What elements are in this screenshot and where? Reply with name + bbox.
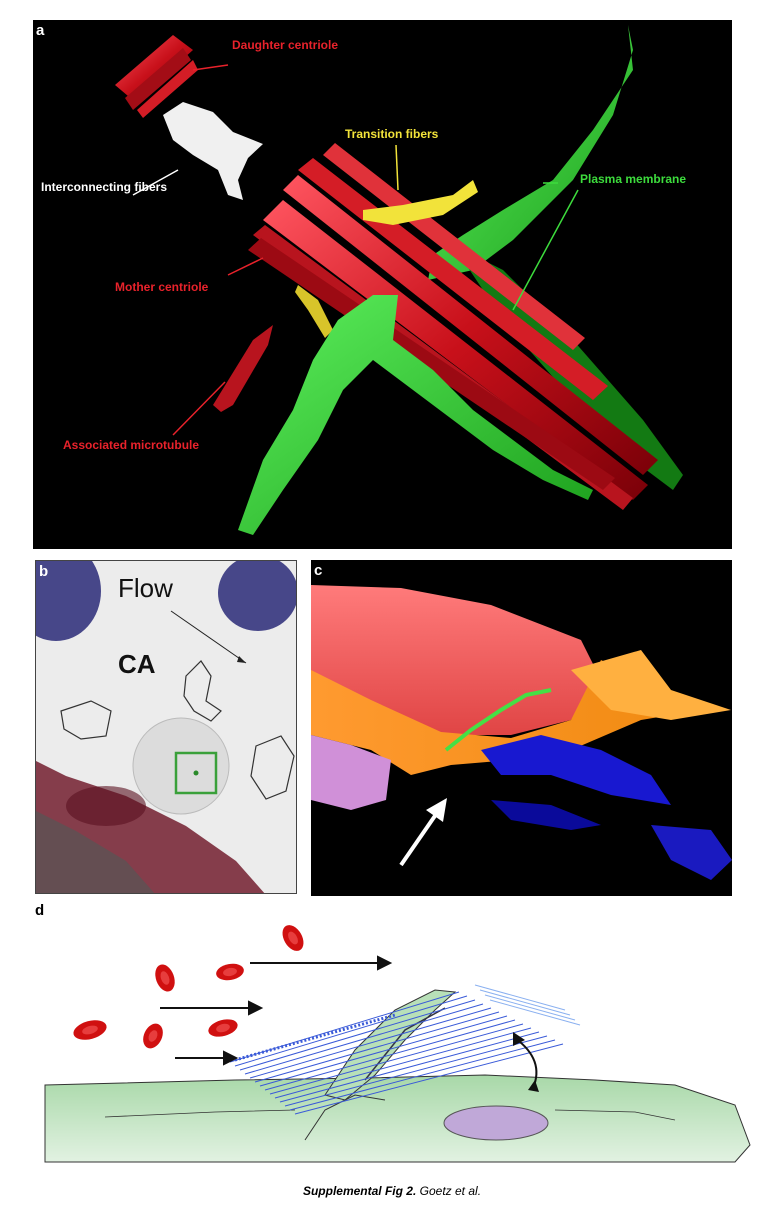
ca-label: CA <box>118 649 156 679</box>
panel-c-render <box>311 585 732 880</box>
cilium-green <box>444 688 552 752</box>
white-arrow <box>399 808 441 867</box>
nucleus-left <box>36 561 101 641</box>
cell-section <box>132 717 230 815</box>
nucleus-right <box>218 561 296 631</box>
transition-fibers <box>363 180 478 225</box>
leader-transition <box>395 144 399 191</box>
associated-microtubule <box>213 325 273 412</box>
panel-d: d <box>35 900 760 1170</box>
figure-caption: Supplemental Fig 2. Goetz et al. <box>0 1184 784 1198</box>
panel-a-render <box>115 25 683 535</box>
leader-interconnecting <box>132 169 179 196</box>
panel-b-micrograph <box>36 561 296 893</box>
panel-b: b Flow CA <box>35 560 297 894</box>
label-daughter-centriole: Daughter centriole <box>232 38 339 52</box>
pink-structure <box>311 585 601 735</box>
panel-a: a Daughter centriole Transition fibers I… <box>33 20 732 549</box>
panel-a-label: a <box>36 22 45 39</box>
panel-d-schematic <box>44 925 751 1163</box>
roi-box <box>174 751 218 795</box>
red-blood-cells <box>73 925 304 1049</box>
label-transition-fibers: Transition fibers <box>345 127 439 141</box>
flow-arrows <box>160 955 393 1066</box>
label-interconnecting-fibers: Interconnecting fibers <box>41 180 168 194</box>
label-associated-microtubule: Associated microtubule <box>63 438 200 452</box>
transition-fiber-lower <box>295 285 333 338</box>
leader-plasma-b <box>512 189 579 311</box>
caption-title: Supplemental Fig 2. <box>302 1184 417 1198</box>
panel-c: c <box>311 560 732 896</box>
plasma-membrane-upper <box>428 25 633 280</box>
leader-daughter <box>192 64 229 71</box>
daughter-centriole <box>115 35 198 118</box>
endothelial-cell-body <box>44 1074 751 1163</box>
leader-microtubule <box>172 381 226 436</box>
panel-b-label: b <box>39 563 49 580</box>
panel-d-label: d <box>35 902 45 919</box>
flow-label: Flow <box>118 573 173 603</box>
interconnecting-fibers <box>163 102 263 200</box>
purple-structure <box>311 735 391 810</box>
glycocalyx-light <box>474 984 581 1026</box>
flow-arrow <box>170 610 247 664</box>
panel-c-label: c <box>314 562 323 579</box>
leader-mother <box>227 257 264 276</box>
glycocalyx-lines <box>229 991 564 1115</box>
caption-authors: Goetz et al. <box>419 1184 482 1198</box>
blue-structure <box>481 735 671 805</box>
label-mother-centriole: Mother centriole <box>115 280 209 294</box>
nucleus <box>443 1105 549 1141</box>
mother-centriole <box>248 143 658 510</box>
label-plasma-membrane: Plasma membrane <box>580 172 687 186</box>
plasma-membrane-lower <box>238 295 593 535</box>
